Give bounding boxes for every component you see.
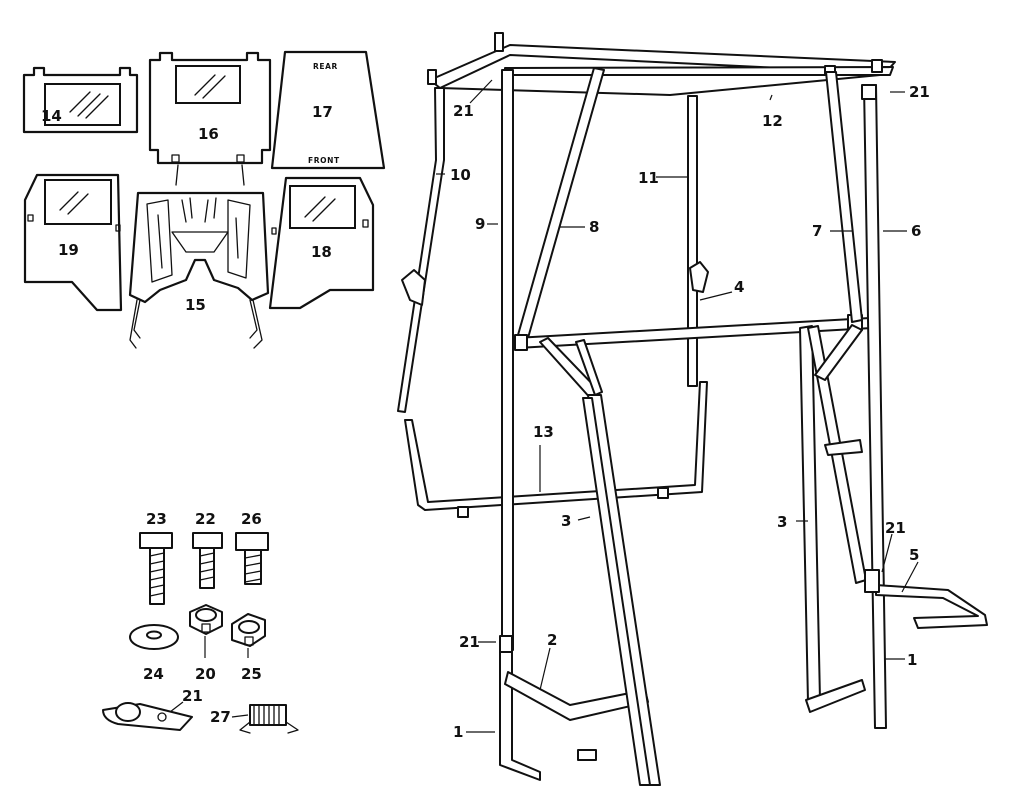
footrest-5 (864, 569, 988, 629)
label-21-hardware: 21 (182, 687, 203, 705)
label-20: 20 (195, 665, 216, 683)
label-5: 5 (909, 546, 919, 564)
upright-1-left (499, 635, 541, 781)
label-2: 2 (547, 631, 557, 649)
label-12: 12 (762, 112, 783, 130)
label-21-right: 21 (885, 519, 906, 537)
label-25: 25 (241, 665, 262, 683)
panel-16-front-window (148, 51, 272, 165)
label-8: 8 (589, 218, 599, 236)
panel-17-roof: REAR FRONT (270, 50, 386, 170)
upright-7 (825, 71, 863, 323)
spring-27 (239, 704, 299, 734)
post-9 (501, 69, 514, 651)
label-7: 7 (812, 222, 822, 240)
label-10: 10 (450, 166, 471, 184)
rail-13 (404, 381, 708, 518)
label-21-left: 21 (459, 633, 480, 651)
post-6 (861, 84, 887, 729)
panel-17-front-text: FRONT (308, 156, 340, 165)
clip-21 (102, 702, 193, 731)
panel-15-door-assembly (128, 164, 270, 349)
label-9: 9 (475, 215, 485, 233)
label-26: 26 (241, 510, 262, 528)
label-4: 4 (734, 278, 744, 296)
label-6: 6 (911, 222, 921, 240)
label-21-top-right: 21 (909, 83, 930, 101)
nut-20 (189, 604, 223, 635)
washer-24 (129, 624, 179, 650)
upright-11 (687, 95, 709, 387)
upright-10 (397, 87, 445, 413)
bolt-26 (235, 532, 269, 585)
strut-8 (517, 67, 605, 339)
panel-18-right-door (268, 176, 375, 310)
panel-17-rear-text: REAR (313, 62, 338, 71)
label-16: 16 (198, 125, 219, 143)
leader-lines (169, 79, 919, 733)
label-1-right: 1 (907, 651, 917, 669)
label-22: 22 (195, 510, 216, 528)
label-15: 15 (185, 296, 206, 314)
label-18: 18 (311, 243, 332, 261)
label-23: 23 (146, 510, 167, 528)
bolt-23 (139, 532, 173, 605)
label-11: 11 (638, 169, 659, 187)
label-19: 19 (58, 241, 79, 259)
roof-frame-12 (427, 32, 896, 96)
panel-14-rear-window (22, 66, 139, 134)
label-27: 27 (210, 708, 231, 726)
brace-3-left (539, 337, 661, 786)
brace-3-right (799, 324, 867, 713)
label-3-right: 3 (777, 513, 787, 531)
label-3-left: 3 (561, 512, 571, 530)
label-17: 17 (312, 103, 333, 121)
label-21-top-left: 21 (453, 102, 474, 120)
label-14: 14 (41, 107, 62, 125)
nut-25 (231, 613, 266, 647)
part-labels: 14 16 17 19 18 15 21 10 9 8 11 12 21 7 6… (41, 83, 930, 741)
bolt-22 (192, 532, 223, 589)
label-24: 24 (143, 665, 164, 683)
label-1-left: 1 (453, 723, 463, 741)
panel-19-left-door (23, 173, 123, 312)
label-13: 13 (533, 423, 554, 441)
